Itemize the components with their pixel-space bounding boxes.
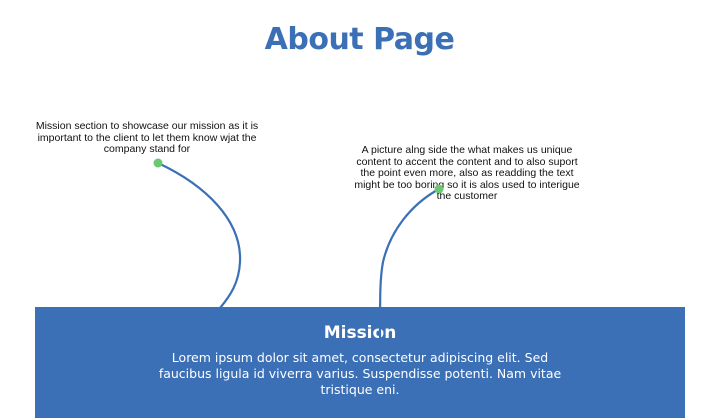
- mission-connector-dot: [153, 158, 163, 168]
- mission-body-text: Lorem ipsum dolor sit amet, consectetur …: [158, 350, 562, 397]
- mission-annotation: Mission section to showcase our mission …: [35, 120, 259, 155]
- mission-connector-line: [156, 161, 242, 310]
- mission-heading: Mission: [323, 323, 397, 343]
- page-title: About Page: [264, 22, 455, 57]
- picture-annotation: A picture alng side the what makes us un…: [354, 144, 580, 202]
- mission-section: Mission Lorem ipsum dolor sit amet, cons…: [35, 307, 685, 418]
